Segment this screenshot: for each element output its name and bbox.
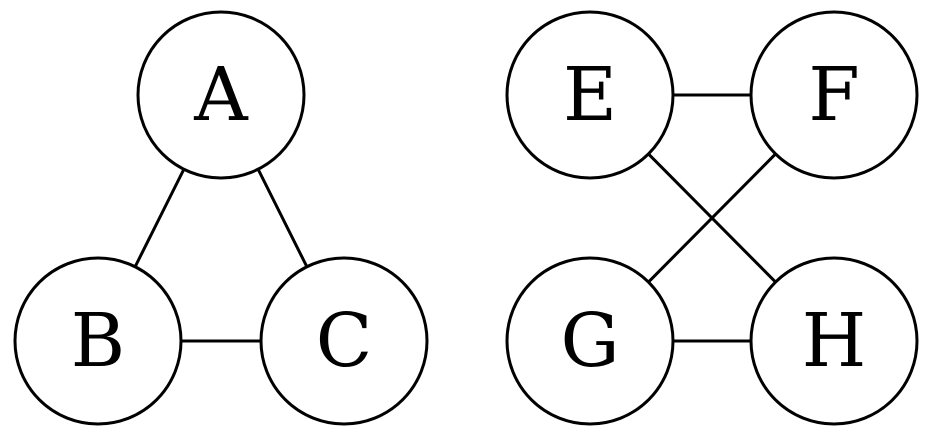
node-circle: [259, 256, 429, 426]
edges-layer: [133, 93, 777, 343]
node-label: G: [560, 298, 619, 384]
node-b: B: [13, 256, 183, 426]
edge-a-c: [256, 168, 309, 268]
node-h: H: [749, 256, 919, 426]
node-circle: [13, 256, 183, 426]
edge-a-b: [133, 168, 186, 268]
node-circle: [136, 10, 306, 180]
node-a: A: [136, 10, 306, 180]
node-circle: [505, 256, 675, 426]
node-c: C: [259, 256, 429, 426]
node-label: B: [71, 298, 125, 384]
node-circle: [749, 10, 919, 180]
node-label: H: [802, 298, 867, 384]
nodes-layer: A B C E F G H: [13, 10, 919, 426]
node-circle: [505, 10, 675, 180]
node-e: E: [505, 10, 675, 180]
node-label: E: [563, 52, 617, 138]
node-label: C: [316, 298, 373, 384]
edge-f-g: [647, 152, 777, 284]
node-circle: [749, 256, 919, 426]
node-label: A: [193, 52, 249, 138]
node-f: F: [749, 10, 919, 180]
node-label: F: [808, 52, 859, 138]
node-g: G: [505, 256, 675, 426]
